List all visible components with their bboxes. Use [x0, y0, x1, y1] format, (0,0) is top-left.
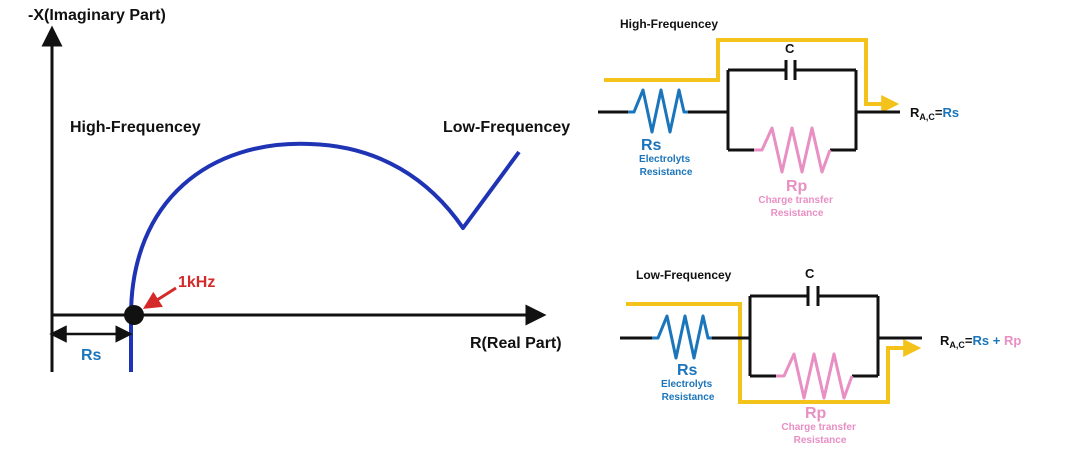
current-path	[604, 38, 900, 113]
rp-resistor-icon	[776, 352, 854, 400]
impedance-curve	[129, 141, 521, 372]
rs-resistor-icon	[652, 314, 712, 360]
high-frequency-circuit: High-Frequencey C Rs Electrolyts Resista…	[598, 17, 959, 219]
circuit-wires	[620, 294, 922, 378]
rs-resistor-icon	[628, 88, 688, 134]
y-axis-label: -X(Imaginary Part)	[28, 7, 166, 24]
capacitor-icon	[784, 60, 797, 80]
high-frequency-label: High-Frequencey	[70, 119, 201, 136]
rp-description: Charge transfer Resistance	[781, 422, 858, 446]
1khz-pointer-arrow	[142, 286, 177, 309]
rs-description: Electrolyts Resistance	[639, 154, 693, 178]
output-resistance-label: RA,C=Rs	[910, 105, 959, 122]
nyquist-plot: -X(Imaginary Part) R(Real Part) High-Fre…	[28, 7, 570, 372]
low-frequency-circuit: Low-Frequencey C Rs Electrolyts Resistan…	[620, 266, 1021, 446]
rp-label: Rp	[786, 178, 808, 195]
output-resistance-label: RA,C=Rs + Rp	[940, 333, 1021, 350]
1khz-label: 1kHz	[178, 274, 215, 291]
capacitor-label: C	[805, 266, 815, 281]
low-frequency-title: Low-Frequencey	[636, 268, 732, 282]
rp-label: Rp	[805, 405, 827, 422]
capacitor-icon	[806, 286, 820, 306]
circuit-wires	[598, 68, 900, 152]
rs-label: Rs	[677, 362, 698, 379]
current-path	[626, 302, 922, 404]
rp-description: Charge transfer Resistance	[758, 195, 835, 219]
rp-resistor-icon	[754, 126, 832, 174]
low-frequency-label: Low-Frequencey	[443, 119, 570, 136]
x-axis-label: R(Real Part)	[470, 335, 562, 352]
rs-description: Electrolyts Resistance	[661, 379, 715, 403]
rs-label: Rs	[641, 137, 662, 154]
rs-span-label: Rs	[81, 347, 102, 364]
high-frequency-title: High-Frequencey	[620, 17, 718, 31]
1khz-point	[124, 305, 144, 325]
capacitor-label: C	[785, 41, 795, 56]
